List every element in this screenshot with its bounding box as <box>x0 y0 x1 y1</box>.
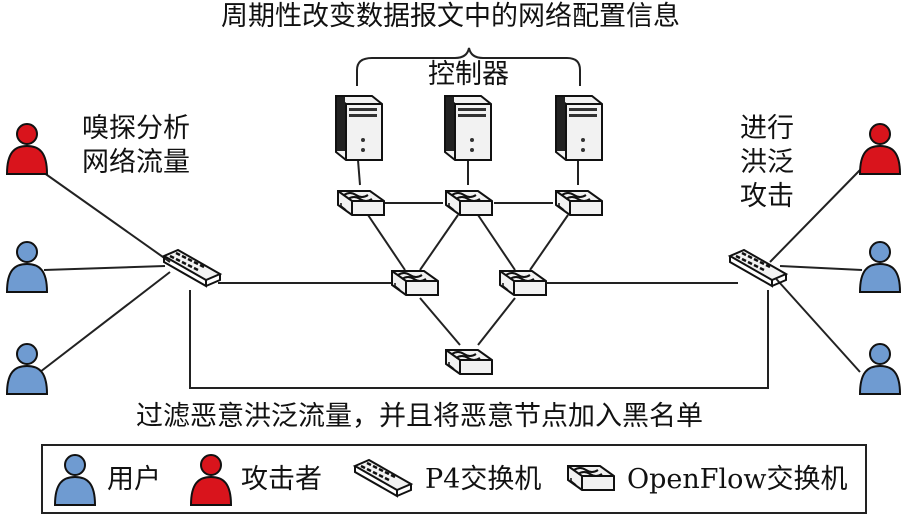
legend-attacker-label: 攻击者 <box>241 464 322 495</box>
controller-label: 控制器 <box>428 59 509 90</box>
bottom-caption: 过滤恶意洪泛流量，并且将恶意节点加入黑名单 <box>136 401 703 432</box>
openflow-switch-icon <box>555 190 603 216</box>
controller-server-icon <box>555 95 603 161</box>
sniff-label-line2: 网络流量 <box>82 147 190 178</box>
flood-label-line3: 攻击 <box>740 181 794 212</box>
openflow-switch-icon <box>445 349 493 375</box>
openflow-switch-icon <box>391 270 439 296</box>
controller-server-icon <box>335 95 383 161</box>
openflow-switch-icon <box>445 190 493 216</box>
controller-server-icon <box>444 95 492 161</box>
links <box>39 159 863 389</box>
attacker-icon <box>6 123 48 175</box>
legend-openflow-switch-label: OpenFlow交换机 <box>627 464 848 495</box>
user-icon <box>859 343 901 395</box>
p4-switch-icon <box>162 248 222 288</box>
legend-p4-switch-label: P4交换机 <box>425 464 542 495</box>
controller-brace <box>356 47 581 86</box>
user-icon <box>6 343 48 395</box>
user-icon <box>6 241 48 293</box>
user-icon <box>859 241 901 293</box>
openflow-switch-icon <box>337 190 385 216</box>
openflow-switch-icon <box>499 270 547 296</box>
legend: 用户 攻击者 P4交换机 OpenFlow交换机 <box>41 444 867 514</box>
attacker-icon <box>859 123 901 175</box>
diagram-title: 周期性改变数据报文中的网络配置信息 <box>221 1 680 32</box>
legend-user-label: 用户 <box>107 464 161 495</box>
flood-label-line2: 洪泛 <box>740 147 794 178</box>
sniff-label-line1: 嗅探分析 <box>82 113 190 144</box>
flood-label-line1: 进行 <box>740 113 794 144</box>
